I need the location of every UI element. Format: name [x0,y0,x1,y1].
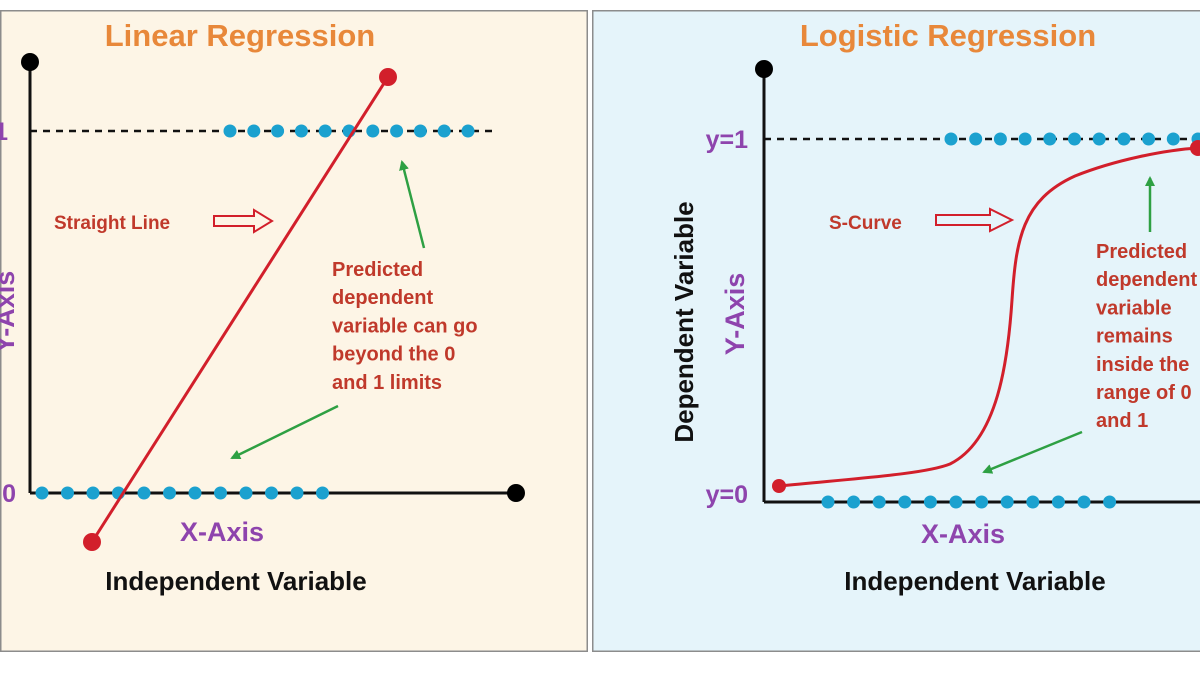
data-point [390,124,404,138]
data-point [1117,132,1131,146]
linear-note-arrow-down [230,404,339,460]
logistic-x-axis-label: X-Axis [921,519,1005,549]
logistic-note-line-4: remains [1096,326,1173,348]
data-point [1026,495,1040,509]
data-point [821,495,835,509]
data-point [294,124,308,138]
linear-y-tick-bottom: 0 [2,480,16,508]
linear-x-axis-end-dot [507,484,525,502]
linear-prediction-note: Predicted dependent variable can go beyond … [332,259,478,394]
data-point [898,495,912,509]
logistic-x-variable-label: Independent Variable [844,566,1106,596]
logistic-note-line-5: inside the [1096,354,1189,376]
linear-regression-line [90,76,390,543]
logistic-s-curve [778,146,1199,488]
data-point [318,124,332,138]
data-point [265,486,278,500]
logistic-curve-label: S-Curve [829,213,902,234]
linear-line-label: Straight Line [54,213,170,234]
logistic-panel-background [592,10,1200,652]
data-point [1077,495,1091,509]
data-point [437,124,451,138]
data-point [35,486,49,500]
data-point [271,124,285,138]
data-point [975,495,989,509]
linear-x-variable-label: Independent Variable [105,566,367,596]
data-point [1103,495,1117,509]
data-point [413,124,427,138]
logistic-note-line-1: Predicted [1096,241,1187,263]
data-point [86,486,100,500]
logistic-bottom-data-points [821,495,1117,509]
data-point [1068,132,1081,146]
logistic-curve-start-point [772,479,786,493]
linear-y-axis-end-dot [21,53,39,71]
data-point [316,486,329,500]
logistic-regression-panel: Logistic Regression y=1 y=0 S-Curve Depe… [592,10,1200,652]
logistic-y-tick-top: y=1 [706,126,749,154]
data-point [993,132,1007,146]
data-point [1051,495,1065,509]
linear-line-end-point [379,68,397,86]
linear-y-axis-label: Y-Axis [0,271,20,354]
linear-line-start-point [83,533,101,551]
data-point [214,486,227,500]
logistic-note-line-3: variable [1096,297,1172,319]
linear-line-label-arrow [213,208,274,234]
linear-bottom-data-points [35,486,329,500]
linear-note-line-3: variable can go [332,315,478,337]
data-point [61,486,74,500]
data-point [1166,132,1180,146]
logistic-title: Logistic Regression [800,18,1096,53]
linear-top-data-points [223,124,475,138]
logistic-note-arrow-down [982,430,1083,474]
logistic-curve-label-arrow [935,207,1015,233]
data-point [1018,132,1032,146]
data-point [949,495,963,509]
data-point [1000,495,1014,509]
data-point [1142,132,1156,146]
logistic-note-line-6: range of 0 [1096,382,1192,404]
data-point [247,124,261,138]
data-point [872,495,886,509]
linear-note-line-4: beyond the 0 [332,344,455,366]
data-point [969,132,983,146]
data-point [1092,132,1106,146]
logistic-note-line-2: dependent [1096,269,1197,291]
linear-note-line-1: Predicted [332,259,423,281]
linear-title: Linear Regression [105,18,375,53]
linear-y-tick-top: 1 [0,118,8,146]
logistic-prediction-note: Predicted dependent variable remains inside … [1096,241,1197,432]
data-point [461,124,475,138]
linear-note-line-5: and 1 limits [332,372,442,394]
data-point [290,486,304,500]
data-point [137,486,151,500]
linear-x-axis-label: X-Axis [180,517,264,547]
linear-regression-panel: Linear Regression 1 0 Straight Line Y-Ax… [0,10,588,652]
linear-panel-background [0,10,588,652]
data-point [847,495,861,509]
logistic-note-line-7: and 1 [1096,410,1148,432]
linear-note-arrow-up [399,160,426,249]
data-point [923,495,937,509]
logistic-y-tick-bottom: y=0 [706,481,748,509]
logistic-y-variable-label: Dependent Variable [669,201,699,442]
data-point [366,124,380,138]
logistic-y-axis-label: Y-Axis [720,273,750,356]
data-point [223,124,237,138]
data-point [239,486,253,500]
logistic-y-axis-end-dot [755,60,773,78]
data-point [944,132,958,146]
data-point [163,486,176,500]
linear-note-line-2: dependent [332,287,433,309]
data-point [1043,132,1057,146]
data-point [188,486,202,500]
logistic-curve-end-point [1190,140,1200,156]
